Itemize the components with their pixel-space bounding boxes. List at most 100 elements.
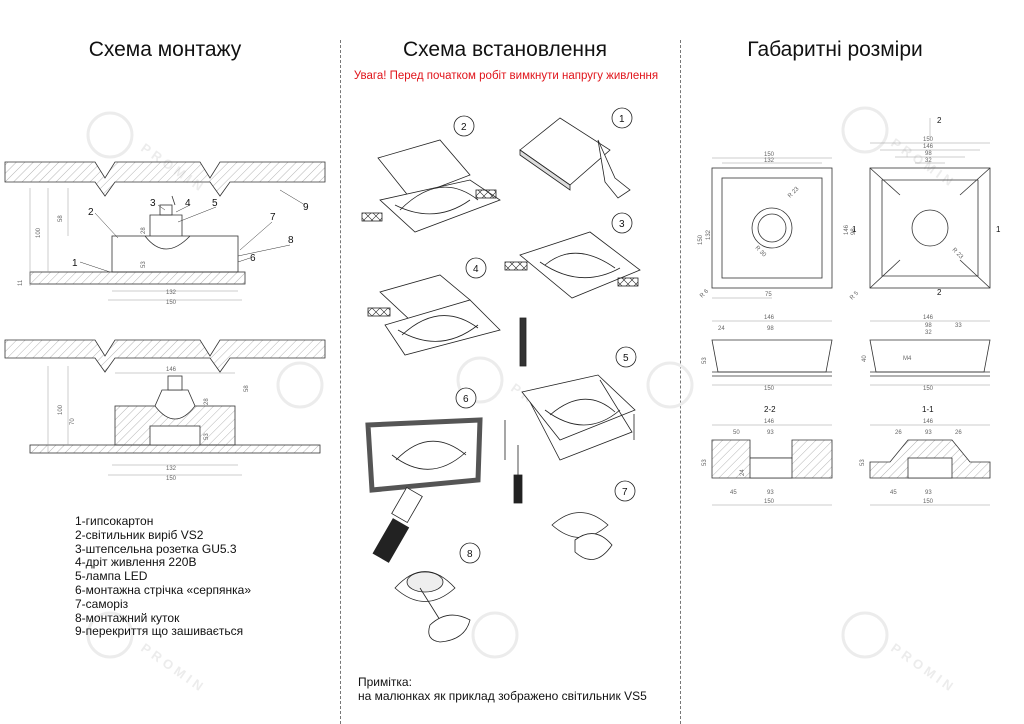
- dim-label: R 23: [951, 247, 965, 261]
- section-cut-label: 2: [937, 116, 942, 125]
- dim-label: 132: [764, 158, 775, 164]
- dim-label: 150: [764, 386, 775, 392]
- dim-label: 93: [925, 430, 932, 436]
- dim-label: 98: [925, 151, 932, 157]
- dim-label: 132: [706, 229, 712, 240]
- dim-label: 150: [764, 499, 775, 505]
- dim-label: 28: [204, 398, 210, 405]
- section-cut-markers: 2 2 1 1: [852, 116, 1001, 297]
- step-7-illustration: [551, 480, 636, 560]
- watermark-group: [86, 106, 889, 659]
- dim-label: 93: [767, 490, 774, 496]
- dim-label: 45: [890, 490, 897, 496]
- dim-label: 132: [166, 466, 177, 472]
- dim-label: 150: [923, 386, 934, 392]
- dim-plan-left: [711, 157, 833, 299]
- callout-8: 8: [288, 235, 294, 246]
- dim-label: 50: [733, 430, 740, 436]
- dim-label: 53: [204, 433, 210, 440]
- step-6-illustration: [365, 387, 523, 563]
- dim-label: 11: [18, 279, 24, 286]
- section-label-2-2: 2-2: [764, 405, 776, 414]
- callout-4: 4: [185, 198, 191, 209]
- dim-label: 40: [862, 355, 868, 362]
- dim-label: 32: [925, 158, 932, 164]
- mounting-callouts: 1 2 3 4 5 6 7 8 9: [72, 198, 309, 269]
- dim-label: 150: [166, 476, 177, 482]
- step-number: 6: [463, 394, 469, 405]
- step-1-illustration: [519, 107, 633, 199]
- step-4-illustration: [367, 257, 527, 367]
- dim-plan-right: [869, 118, 991, 289]
- dim-label: 146: [923, 419, 934, 425]
- step-2-illustration: [361, 115, 501, 233]
- dim-label: 146: [764, 315, 775, 321]
- section-cut-label: 1: [852, 225, 857, 234]
- divider-right: [680, 40, 681, 724]
- dim-label: 26: [955, 430, 962, 436]
- dim-label: 93: [925, 490, 932, 496]
- legend-item: 3-штепсельна розетка GU5.3: [75, 541, 237, 556]
- legend-item: 2-світильник виріб VS2: [75, 527, 204, 542]
- dim-label: 100: [58, 404, 64, 415]
- dim-label: 98: [925, 323, 932, 329]
- step-5-illustration: [504, 346, 637, 461]
- legend-item: 6-монтажна стрічка «серпянка»: [75, 582, 252, 597]
- watermark-logo: [841, 611, 889, 659]
- dim-label: 146: [923, 144, 934, 150]
- warning-text: Увага! Перед початком робіт вимкнути нап…: [353, 70, 659, 82]
- step-number: 5: [623, 353, 629, 364]
- dim-label: R 5: [849, 290, 860, 301]
- dim-label: 100: [36, 227, 42, 238]
- watermark-logo: [841, 106, 889, 154]
- legend-item: 5-лампа LED: [75, 569, 148, 584]
- installation-title: Схема встановлення: [403, 38, 607, 61]
- callout-5: 5: [212, 198, 218, 209]
- dim-elevation-right: [869, 320, 991, 386]
- legend-item: 1-гипсокартон: [75, 514, 154, 528]
- dim-label: 58: [244, 385, 250, 392]
- step-3-illustration: [504, 212, 641, 299]
- callout-9: 9: [303, 202, 309, 213]
- dim-section-1-1: [869, 424, 991, 506]
- watermark-logo: [86, 111, 134, 159]
- dim-label: R 23: [787, 186, 801, 200]
- dim-label: 150: [764, 152, 775, 158]
- dim-label: 98: [767, 326, 774, 332]
- step-number: 2: [461, 122, 467, 133]
- dim-label: 146: [844, 224, 850, 235]
- section-cut-label: 2: [937, 288, 942, 297]
- note-heading: Примітка:: [358, 675, 412, 689]
- dim-label: 70: [70, 418, 76, 425]
- step-number: 4: [473, 264, 479, 275]
- dim-label: M4: [903, 356, 912, 362]
- dim-label: 150: [698, 234, 704, 245]
- step-8-illustration: [394, 542, 481, 643]
- callout-2: 2: [88, 207, 94, 218]
- dim-label: 24: [740, 469, 746, 476]
- dim-elevation-left: [711, 320, 833, 386]
- step-number: 1: [619, 114, 625, 125]
- dim-label: R 6: [699, 288, 710, 299]
- step-number: 7: [622, 487, 628, 498]
- step-number: 8: [467, 549, 473, 560]
- dim-label: 53: [860, 459, 866, 466]
- dim-label: 32: [925, 330, 932, 336]
- mounting-diagram-bottom: [4, 339, 326, 476]
- dim-label: 132: [166, 290, 177, 296]
- dim-label: 53: [141, 261, 147, 268]
- mounting-diagram-top: [4, 161, 326, 301]
- dim-label: 146: [166, 367, 177, 373]
- dim-section-2-2: [711, 424, 833, 506]
- legend-item: 9-перекриття що зашивається: [75, 624, 244, 639]
- dim-label: 33: [955, 323, 962, 329]
- dimensions-title: Габаритні розміри: [747, 38, 923, 61]
- note-block: Примітка: на малюнках як приклад зображе…: [358, 675, 647, 703]
- callout-leaders: [79, 189, 306, 273]
- watermark-logo: [86, 611, 134, 659]
- watermark-logo: [646, 361, 694, 409]
- legend-item: 7-саморіз: [75, 596, 129, 611]
- watermark-text: PROMIN: [888, 640, 959, 696]
- callout-1: 1: [72, 258, 78, 269]
